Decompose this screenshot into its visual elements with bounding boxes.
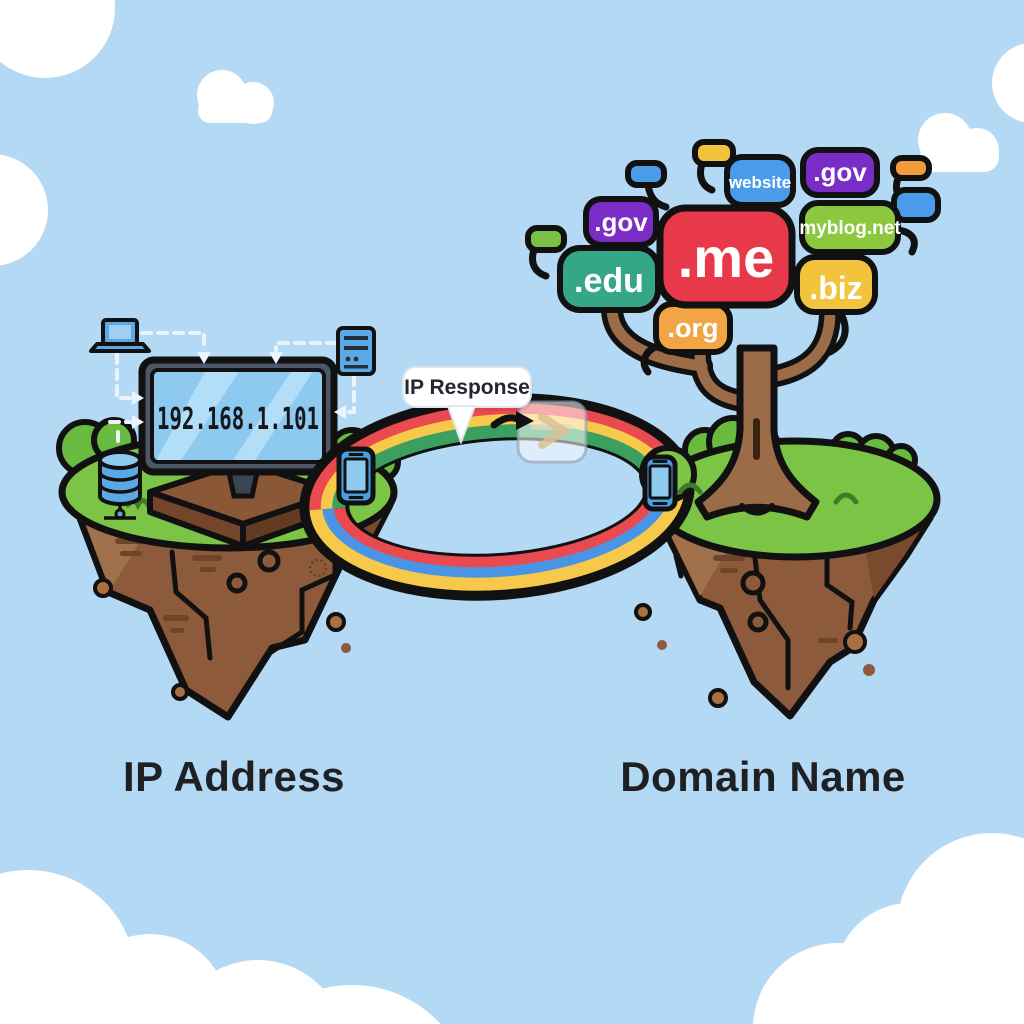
domain-bubble-myblog: myblog.net bbox=[799, 200, 901, 255]
flag-green bbox=[525, 225, 567, 253]
smartphone-icon-right bbox=[642, 454, 678, 512]
chevron-right-icon bbox=[538, 413, 568, 449]
domain-bubble-gov-right: .gov bbox=[800, 147, 880, 198]
left-island-dirt bbox=[71, 501, 394, 721]
trunk-root-arc bbox=[739, 503, 775, 516]
cloud-top-right bbox=[918, 113, 999, 172]
left-dirt-highlight bbox=[80, 510, 138, 590]
cloud-upper-left bbox=[197, 70, 274, 124]
right-floating-dots bbox=[634, 603, 875, 708]
domain-bubble-me: .me bbox=[656, 204, 796, 309]
domain-label: .biz bbox=[809, 270, 862, 306]
left-island: 192.168.1.101 bbox=[56, 318, 401, 721]
domain-bubble-org: .org bbox=[653, 301, 733, 355]
network-arrowheads bbox=[132, 352, 346, 429]
cloud-left-blob bbox=[0, 154, 48, 266]
right-dirt-details bbox=[713, 555, 838, 643]
domain-label: website bbox=[728, 173, 791, 192]
flag-orange bbox=[890, 155, 932, 181]
database-icon bbox=[98, 450, 142, 520]
domain-bubble-gov-left: .gov bbox=[583, 196, 659, 248]
ip-address-caption: IP Address bbox=[123, 753, 345, 800]
screen-reflections bbox=[155, 372, 314, 460]
domain-label: .edu bbox=[574, 262, 644, 300]
smartphone-icon-left bbox=[336, 446, 376, 506]
flag-blue-left bbox=[625, 160, 667, 188]
ip-response-label: IP Response bbox=[404, 376, 530, 399]
ip-screen: 192.168.1.101 bbox=[138, 356, 338, 499]
domain-bubble-edu: .edu bbox=[557, 245, 661, 313]
flow-arrow-icon bbox=[490, 411, 534, 430]
flag-yellow bbox=[692, 139, 736, 167]
domain-label: .org bbox=[668, 313, 719, 343]
ip-address-display: 192.168.1.101 bbox=[157, 402, 319, 437]
domain-tree: .gov website .gov myblog.net .edu bbox=[525, 139, 941, 521]
domain-label: .me bbox=[678, 226, 775, 289]
left-floating-dots bbox=[93, 578, 351, 701]
right-island: .gov website .gov myblog.net .edu bbox=[525, 139, 941, 720]
trunk-slit bbox=[753, 418, 760, 460]
domain-bubbles: .gov website .gov myblog.net .edu bbox=[557, 147, 901, 355]
server-icon bbox=[336, 326, 376, 376]
domain-name-caption: Domain Name bbox=[620, 753, 906, 800]
ip-response-callout: IP Response bbox=[402, 366, 533, 445]
domain-label: .gov bbox=[594, 207, 648, 237]
domain-bubble-website: website bbox=[724, 154, 796, 208]
cloud-corner-right bbox=[992, 43, 1024, 123]
callout-pointer bbox=[446, 405, 477, 445]
cloud-bank-bottom-right bbox=[753, 833, 1024, 1024]
cloud-top-left bbox=[0, 0, 115, 78]
cloud-bank-bottom-left bbox=[0, 870, 441, 1024]
packet-badge bbox=[516, 400, 588, 464]
right-island-dirt bbox=[656, 514, 934, 720]
domain-bubble-biz: .biz bbox=[794, 254, 878, 315]
network-dashed-lines bbox=[108, 331, 356, 450]
domain-label: myblog.net bbox=[799, 218, 901, 239]
grass-bump-arc bbox=[677, 482, 703, 495]
domain-label: .gov bbox=[813, 157, 867, 187]
laptop-icon bbox=[89, 318, 151, 353]
